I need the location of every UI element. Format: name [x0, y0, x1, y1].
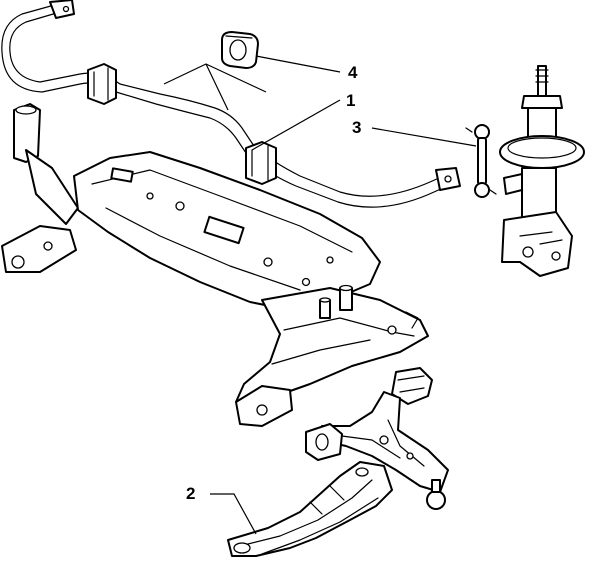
callout-3: 3	[352, 118, 361, 137]
stabilizer-bar	[1, 0, 461, 208]
callout-2: 2	[186, 484, 195, 503]
callout-1: 1	[346, 91, 355, 110]
suspension-strut	[499, 65, 585, 277]
callout-label-4: 4	[348, 63, 358, 82]
leader-lines	[163, 55, 477, 535]
stabilizer-bushing	[221, 31, 259, 69]
callout-label-3: 3	[352, 118, 361, 137]
callout-label-2: 2	[186, 484, 195, 503]
front-subframe	[1, 103, 429, 427]
lower-control-arm	[305, 367, 449, 510]
callout-4: 4	[348, 63, 358, 82]
lower-arm-bracket	[227, 461, 393, 557]
stabilizer-link	[465, 124, 497, 198]
callout-label-1: 1	[346, 91, 355, 110]
